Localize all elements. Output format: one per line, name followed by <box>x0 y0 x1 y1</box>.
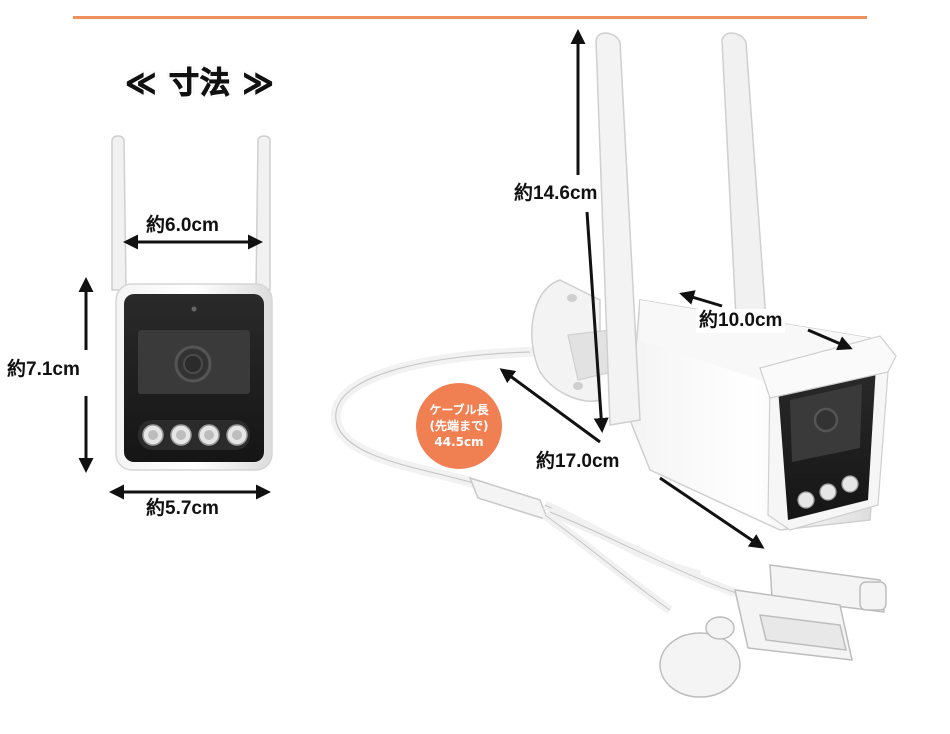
label-antenna-height: 約14.6cm <box>511 182 601 206</box>
label-front-width-top: 約6.0cm <box>143 214 222 238</box>
label-front-height: 約7.1cm <box>4 358 83 382</box>
label-body-length: 約17.0cm <box>533 450 623 474</box>
cable-length-badge: ケーブル長 (先端まで) 44.5cm <box>416 383 502 469</box>
arrow-body-length-left <box>499 368 601 444</box>
cable-badge-line2: (先端まで) <box>429 419 489 433</box>
label-body-width: 約10.0cm <box>696 309 786 333</box>
cable-badge-line3: 44.5cm <box>434 435 484 449</box>
front-camera-view <box>111 135 273 471</box>
arrow-body-length-right <box>659 476 765 549</box>
page-title: ≪ 寸法 ≫ <box>125 66 275 102</box>
arrow-antenna-bottom <box>585 211 609 433</box>
label-front-width-bottom: 約5.7cm <box>143 497 222 521</box>
cable-badge-line1: ケーブル長 <box>429 403 489 417</box>
arrow-body-width-right <box>807 328 853 351</box>
top-divider-line <box>73 16 867 19</box>
arrow-body-width-left <box>679 290 723 308</box>
side-camera-view <box>330 32 897 698</box>
